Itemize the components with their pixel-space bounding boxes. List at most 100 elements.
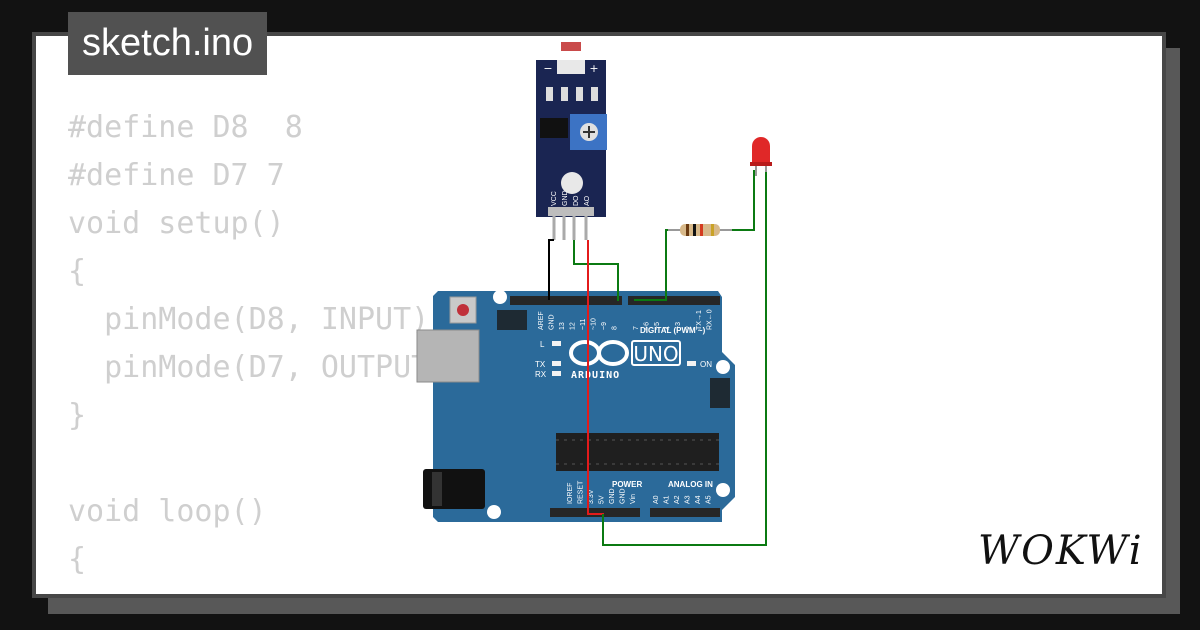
code-line: } (68, 398, 87, 433)
sensor-pin-labels: VCC GND DO AO (551, 190, 591, 206)
digital-pin-label: TX→1 (696, 310, 703, 330)
led-rx-label: RX (535, 370, 547, 379)
mount-hole-br (716, 483, 730, 497)
digital-pin-label: 7 (633, 326, 640, 330)
board-maker-label: ARDUINO (571, 370, 620, 381)
reset-button[interactable] (457, 304, 469, 316)
potentiometer-cross-icon (583, 126, 595, 138)
digital-pin-label: ~6 (644, 322, 651, 330)
analog-pin-label: A2 (674, 495, 681, 504)
power-pin-label: Vin (630, 494, 637, 504)
analog-pin-label: A1 (664, 495, 671, 504)
red-led[interactable] (750, 137, 772, 176)
power-header-label: POWER (612, 480, 642, 489)
digital-header-right (628, 296, 720, 305)
digital-pin-label: GND (549, 314, 556, 330)
smd-component (576, 87, 583, 101)
analog-header (650, 508, 720, 517)
wire-d7-resistor[interactable] (634, 229, 680, 301)
digital-pin-label: AREF (538, 311, 545, 330)
power-pin-label: IOREF (567, 483, 574, 504)
led-tx (552, 361, 561, 366)
sensor-led (561, 172, 583, 194)
power-pin-label: GND (620, 488, 627, 504)
digital-pin-label: 12 (570, 322, 577, 330)
wire-gnd[interactable] (548, 239, 554, 300)
sensor-pin-label: AO (584, 195, 591, 206)
mount-hole-tr (716, 360, 730, 374)
digital-pin-label: ~3 (675, 322, 682, 330)
digital-header-left (510, 296, 622, 305)
code-line: if(digitalRead(D8) == HIGH) (68, 584, 592, 594)
analog-pin-label: A5 (706, 495, 713, 504)
digital-pin-label: ~10 (591, 318, 598, 330)
digital-pin-label: 13 (559, 322, 566, 330)
sensor-pin-label: GND (562, 190, 569, 206)
smd-component (561, 87, 568, 101)
code-line: { (68, 542, 87, 577)
board-name-label: UNO (633, 342, 678, 366)
code-line: #define D7 7 (68, 158, 285, 193)
digital-pin-label: 2 (686, 326, 693, 330)
digital-pin-label: ~11 (580, 319, 587, 330)
digital-pin-label: ~5 (654, 322, 661, 330)
led-l (552, 341, 561, 346)
wire-resistor-led[interactable] (720, 170, 755, 231)
icsp-header-right (710, 378, 730, 408)
led-on (687, 361, 696, 366)
comparator-chip (540, 118, 568, 138)
code-preview: #define D8 8 #define D7 7 void setup() { pi… (68, 104, 592, 594)
code-line: void setup() (68, 206, 285, 241)
digital-pin-label: ~9 (601, 322, 608, 330)
sensor-pin-header (548, 207, 594, 216)
power-pin-label: RESET (578, 480, 585, 504)
smd-component (546, 87, 553, 101)
ldr-socket (557, 60, 585, 74)
sketch-title: sketch.ino (68, 12, 268, 75)
power-jack-inner (432, 472, 442, 506)
analog-pin-label: A3 (685, 495, 692, 504)
mount-hole-tl (493, 290, 507, 304)
code-line: pinMode(D8, INPUT); (68, 302, 448, 337)
sensor-minus-label: − (543, 62, 552, 75)
code-line: pinMode(D7, OUTPUT); (68, 350, 466, 385)
digital-pin-label: 4 (665, 326, 672, 330)
sensor-pin-label: VCC (551, 191, 558, 206)
wokwi-logo: WOKWi (978, 528, 1144, 574)
atmega-chip (556, 433, 719, 471)
led-rx (552, 371, 561, 376)
power-pin-label: GND (609, 488, 616, 504)
code-line: #define D8 8 (68, 110, 303, 145)
digital-pin-label: RX←0 (707, 309, 714, 330)
icsp-header-left (497, 310, 527, 330)
resistor[interactable] (668, 224, 732, 236)
ldr-head (561, 42, 581, 51)
smd-component (591, 87, 598, 101)
sensor-plus-label: + (589, 62, 598, 75)
analog-header-label: ANALOG IN (668, 480, 713, 489)
led-on-label: ON (700, 360, 712, 369)
digital-pin-label: 8 (612, 326, 619, 330)
wire-led-gnd[interactable] (602, 170, 767, 546)
led-tx-label: TX (535, 360, 546, 369)
wire-do-d8[interactable] (573, 240, 619, 301)
sensor-pin-label: DO (573, 195, 580, 206)
analog-pin-label: A4 (695, 495, 702, 504)
power-pin-label: 5V (599, 495, 606, 504)
arduino-logo-icon (569, 340, 629, 366)
code-line: { (68, 254, 87, 289)
photoresistor-module[interactable]: − + VCC GND DO AO (536, 42, 607, 240)
power-pin-label: 3.3V (588, 489, 595, 504)
uno-label-frame (631, 340, 681, 366)
code-line: void loop() (68, 494, 267, 529)
arduino-uno-board[interactable]: UNO ARDUINO L TX RX ON DIGITAL (PWM ~) P… (416, 290, 735, 522)
led-l-label: L (540, 340, 545, 349)
wire-vcc-5v[interactable] (587, 240, 604, 515)
mount-hole-bl (487, 505, 501, 519)
usb-connector (416, 329, 480, 383)
power-header (550, 508, 640, 517)
digital-header-label: DIGITAL (PWM ~) (640, 326, 706, 335)
analog-pin-label: A0 (653, 495, 660, 504)
